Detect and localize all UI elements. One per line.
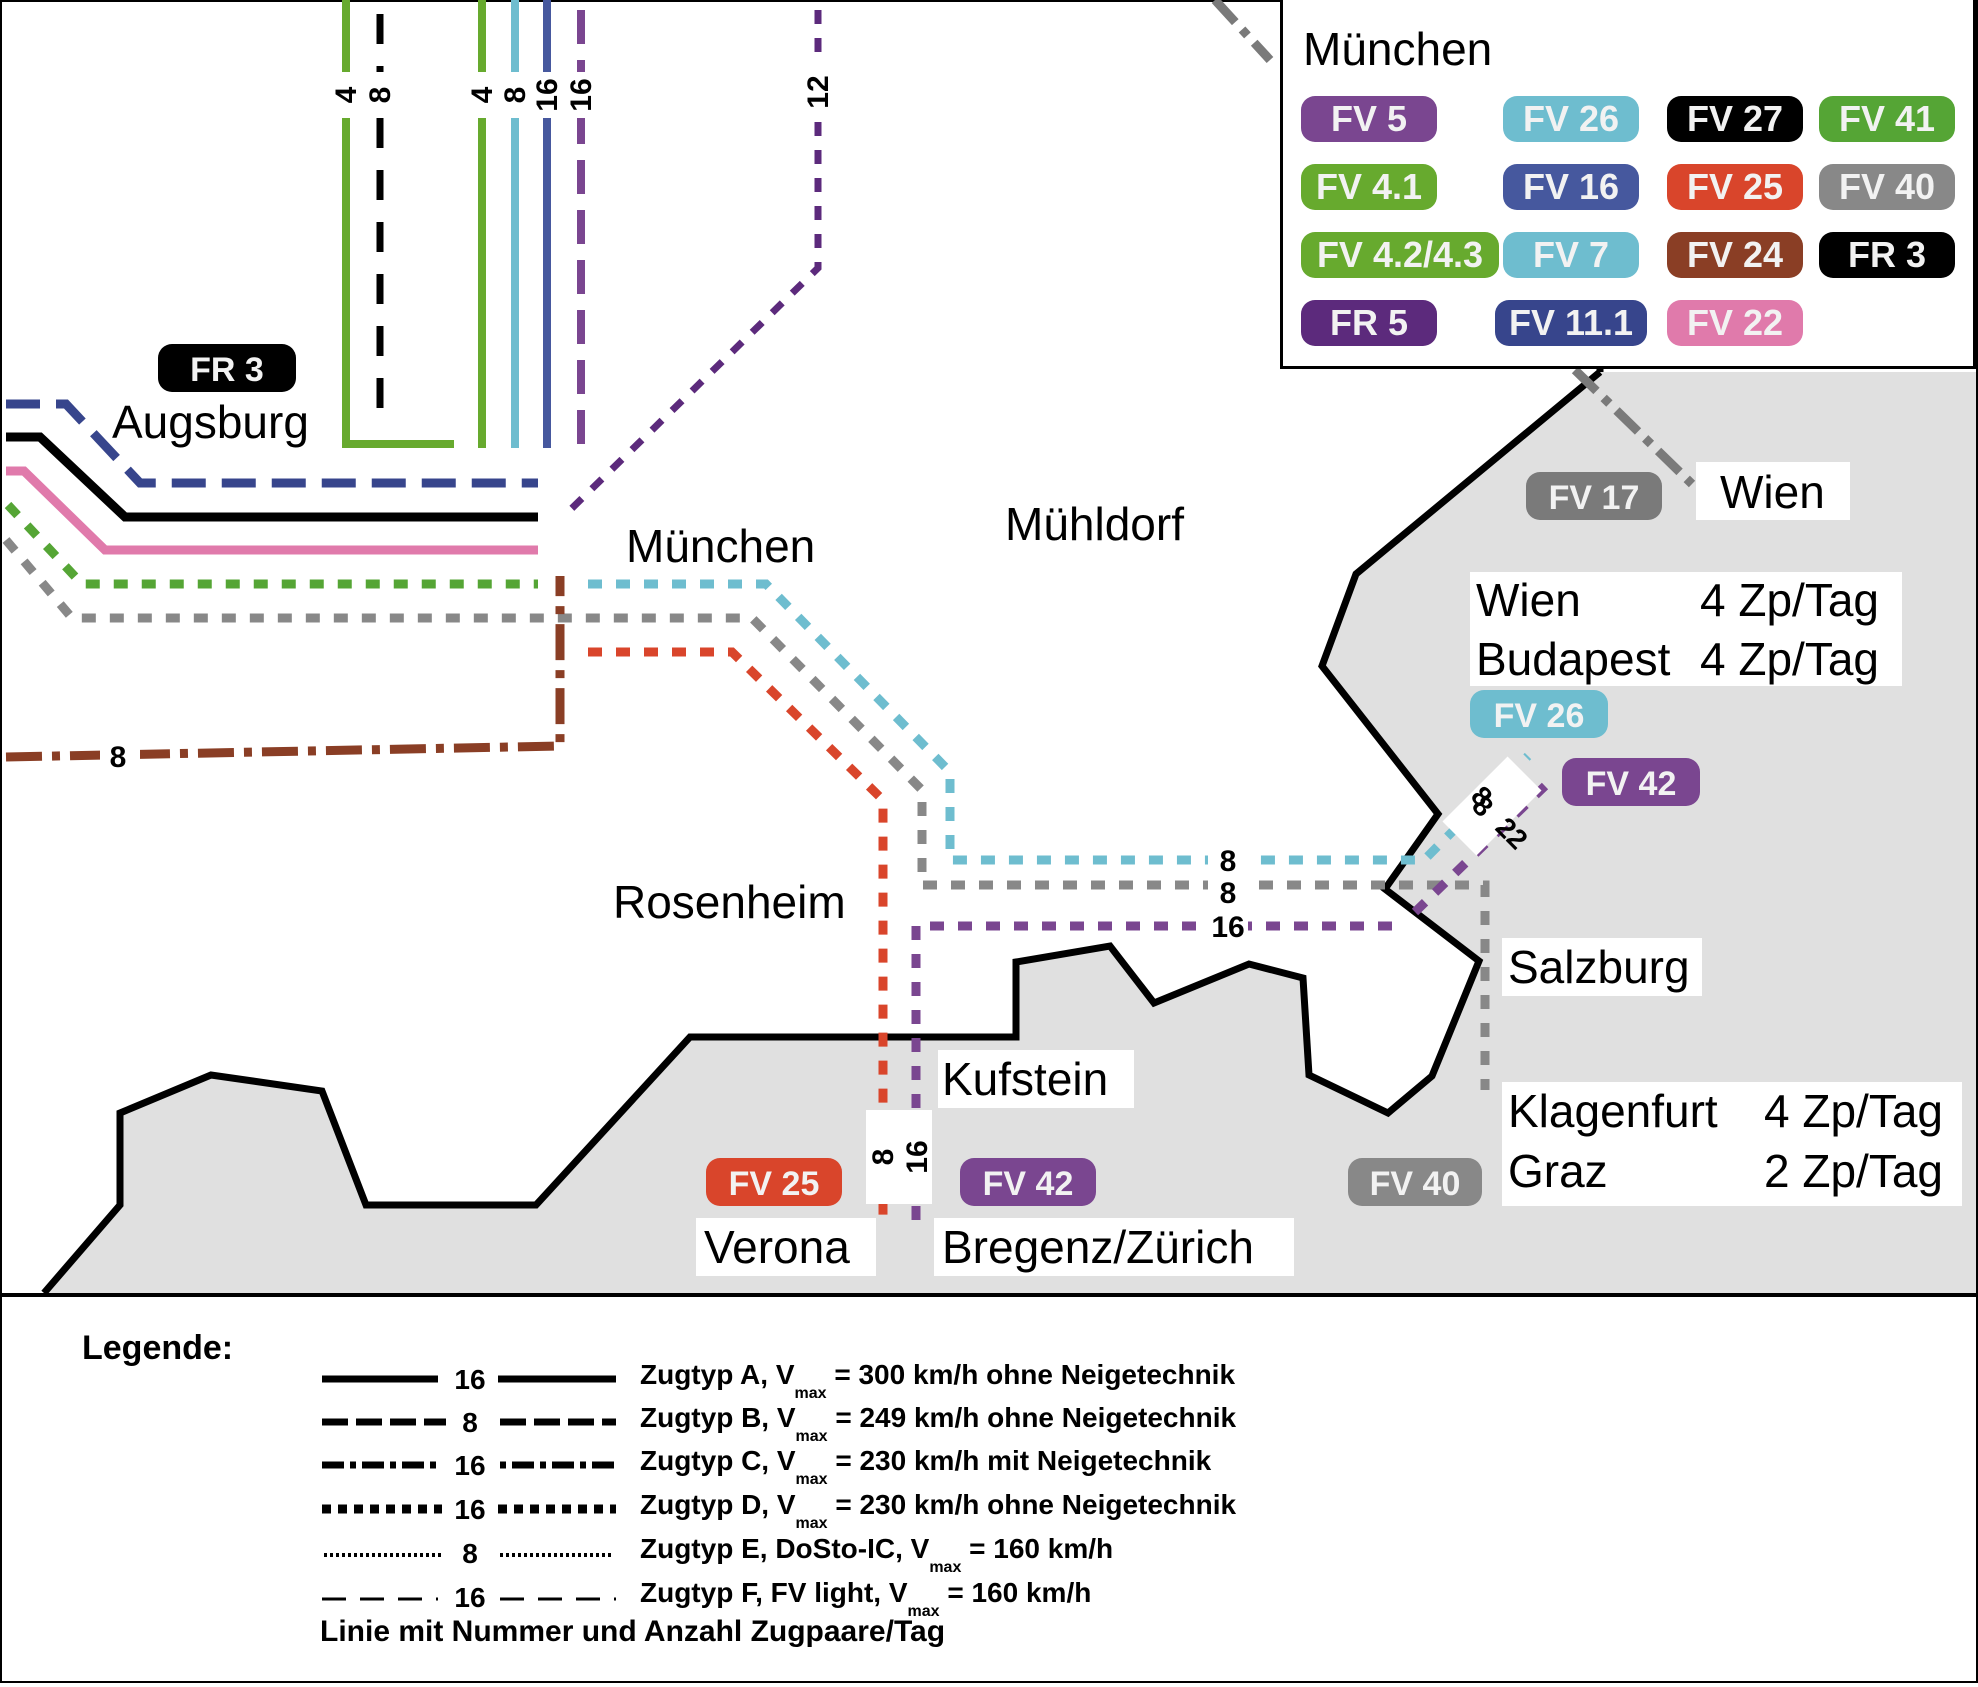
line-sample-long-dash: 16 [322, 1582, 616, 1613]
place-kufstein: Kufstein [942, 1053, 1108, 1105]
chip-fv24: FV 24 [1667, 232, 1803, 278]
chip-fv27: FV 27 [1667, 96, 1803, 142]
line-fr5-north [562, 10, 822, 518]
chip-fv41: FV 41 [1819, 96, 1955, 142]
line-fv11-west [6, 399, 538, 488]
chip-fr3: FR 3 [1819, 232, 1955, 278]
count-label: 16 [901, 1140, 934, 1173]
chip-fv22: FV 22 [1667, 300, 1803, 346]
count-label: 8 [110, 741, 127, 774]
count-label: 4 [466, 86, 499, 103]
svg-text:16: 16 [454, 1494, 485, 1525]
line-fv25-south [588, 647, 888, 1222]
line-fv26-east [588, 579, 1532, 865]
line-fv24-west [5, 576, 565, 762]
count-label: 16 [1211, 911, 1244, 944]
legend-label: Zugtyp E, DoSto-IC, Vmax = 160 km/h [640, 1533, 1114, 1576]
badge-fv42-east: FV 42 [1562, 758, 1700, 806]
svg-text:FV 42: FV 42 [983, 1165, 1074, 1203]
line-fv4-west [4, 501, 538, 589]
place-bregenz-zuerich: Bregenz/Zürich [942, 1221, 1254, 1273]
svg-text:2 Zp/Tag: 2 Zp/Tag [1764, 1145, 1943, 1197]
chip-fv25: FV 25 [1667, 164, 1803, 210]
line-fv40-west [2, 537, 1490, 1090]
svg-text:4 Zp/Tag: 4 Zp/Tag [1700, 574, 1879, 626]
place-verona: Verona [704, 1221, 850, 1273]
line-sample-dotted: 8 [324, 1538, 614, 1569]
count-label: 8 [1220, 877, 1237, 910]
count-label: 12 [802, 75, 835, 108]
count-label: 16 [531, 78, 564, 111]
legend-label: Zugtyp C, Vmax = 230 km/h mit Neigetechn… [640, 1445, 1212, 1488]
train-type-legend: Legende: 16 Zugtyp A, Vmax = 300 km/h oh… [0, 1293, 1978, 1687]
svg-text:Klagenfurt: Klagenfurt [1508, 1085, 1718, 1137]
badge-fv17: FV 17 [1526, 472, 1662, 520]
count-label: 4 [330, 86, 363, 103]
chip-fv4-2-4-3: FV 4.2/4.3 [1301, 232, 1499, 278]
svg-text:Graz: Graz [1508, 1145, 1608, 1197]
chip-fr5: FR 5 [1301, 300, 1437, 346]
svg-text:FR 3: FR 3 [190, 351, 264, 389]
line-sample-square-dot: 16 [322, 1494, 616, 1525]
svg-text:Budapest: Budapest [1476, 633, 1671, 685]
badge-fv25: FV 25 [706, 1158, 842, 1206]
line-sample-solid: 16 [322, 1364, 616, 1395]
svg-text:4 Zp/Tag: 4 Zp/Tag [1764, 1085, 1943, 1137]
count-label: 8 [364, 87, 397, 104]
place-muenchen: München [626, 520, 815, 572]
count-label: 16 [565, 78, 598, 111]
info-klagenfurt-graz: Klagenfurt 4 Zp/Tag Graz 2 Zp/Tag [1508, 1085, 1943, 1197]
svg-text:16: 16 [454, 1450, 485, 1481]
muenchen-line-legend: München FV 5 FV 26 FV 27 FV 41 FV 4.1 FV… [1280, 0, 1976, 369]
count-label: 8 [499, 87, 532, 104]
chip-fv5: FV 5 [1301, 96, 1437, 142]
chip-fv26: FV 26 [1503, 96, 1639, 142]
place-rosenheim: Rosenheim [613, 876, 846, 928]
line-fv22-west [6, 466, 538, 555]
svg-text:8: 8 [462, 1538, 478, 1569]
count-label: 8 [1220, 845, 1237, 878]
legend-heading: Legende: [82, 1329, 234, 1367]
badge-fr3: FR 3 [158, 344, 296, 392]
line-sample-dashed: 8 [322, 1407, 616, 1438]
chip-fv11-1: FV 11.1 [1495, 300, 1647, 346]
chip-fv4-1: FV 4.1 [1301, 164, 1437, 210]
info-wien-budapest: Wien 4 Zp/Tag Budapest 4 Zp/Tag [1476, 574, 1879, 685]
svg-text:16: 16 [454, 1582, 485, 1613]
chip-fv40: FV 40 [1819, 164, 1955, 210]
chip-fv7: FV 7 [1503, 232, 1639, 278]
line-fv41-north [342, 0, 454, 448]
place-augsburg: Augsburg [112, 396, 309, 448]
chip-fv16: FV 16 [1503, 164, 1639, 210]
line-fr3-west [6, 432, 538, 522]
svg-text:FV 40: FV 40 [1370, 1165, 1461, 1203]
legend-label: Zugtyp D, Vmax = 230 km/h ohne Neigetech… [640, 1489, 1237, 1532]
svg-text:FV 25: FV 25 [729, 1165, 820, 1203]
count-label: 8 [867, 1149, 900, 1166]
legend-label: Zugtyp B, Vmax = 249 km/h ohne Neigetech… [640, 1402, 1237, 1445]
svg-text:FV 17: FV 17 [1549, 479, 1640, 517]
legend-footnote: Linie mit Nummer und Anzahl Zugpaare/Tag [320, 1615, 946, 1648]
svg-text:16: 16 [454, 1364, 485, 1395]
svg-text:FV 26: FV 26 [1494, 697, 1585, 735]
badge-fv40: FV 40 [1348, 1158, 1482, 1206]
place-muehldorf: Mühldorf [1005, 498, 1184, 550]
line-sample-dash-dot: 16 [322, 1450, 616, 1481]
legend-title: München [1303, 23, 1493, 75]
svg-text:Wien: Wien [1476, 574, 1581, 626]
line-fv17-wien [1211, 0, 1696, 488]
place-salzburg: Salzburg [1508, 941, 1690, 993]
place-wien: Wien [1720, 466, 1825, 518]
legend-label: Zugtyp A, Vmax = 300 km/h ohne Neigetech… [640, 1359, 1236, 1402]
badge-fv42-south: FV 42 [960, 1158, 1096, 1206]
svg-text:8: 8 [462, 1407, 478, 1438]
badge-fv26: FV 26 [1470, 690, 1608, 738]
network-map: 4 8 4 8 16 16 12 8 8 16 8 8 22 8 16 8 Au… [2, 0, 1976, 1293]
svg-text:4 Zp/Tag: 4 Zp/Tag [1700, 633, 1879, 685]
svg-text:FV 42: FV 42 [1586, 765, 1677, 803]
legend-label: Zugtyp F, FV light, Vmax = 160 km/h [640, 1577, 1092, 1620]
